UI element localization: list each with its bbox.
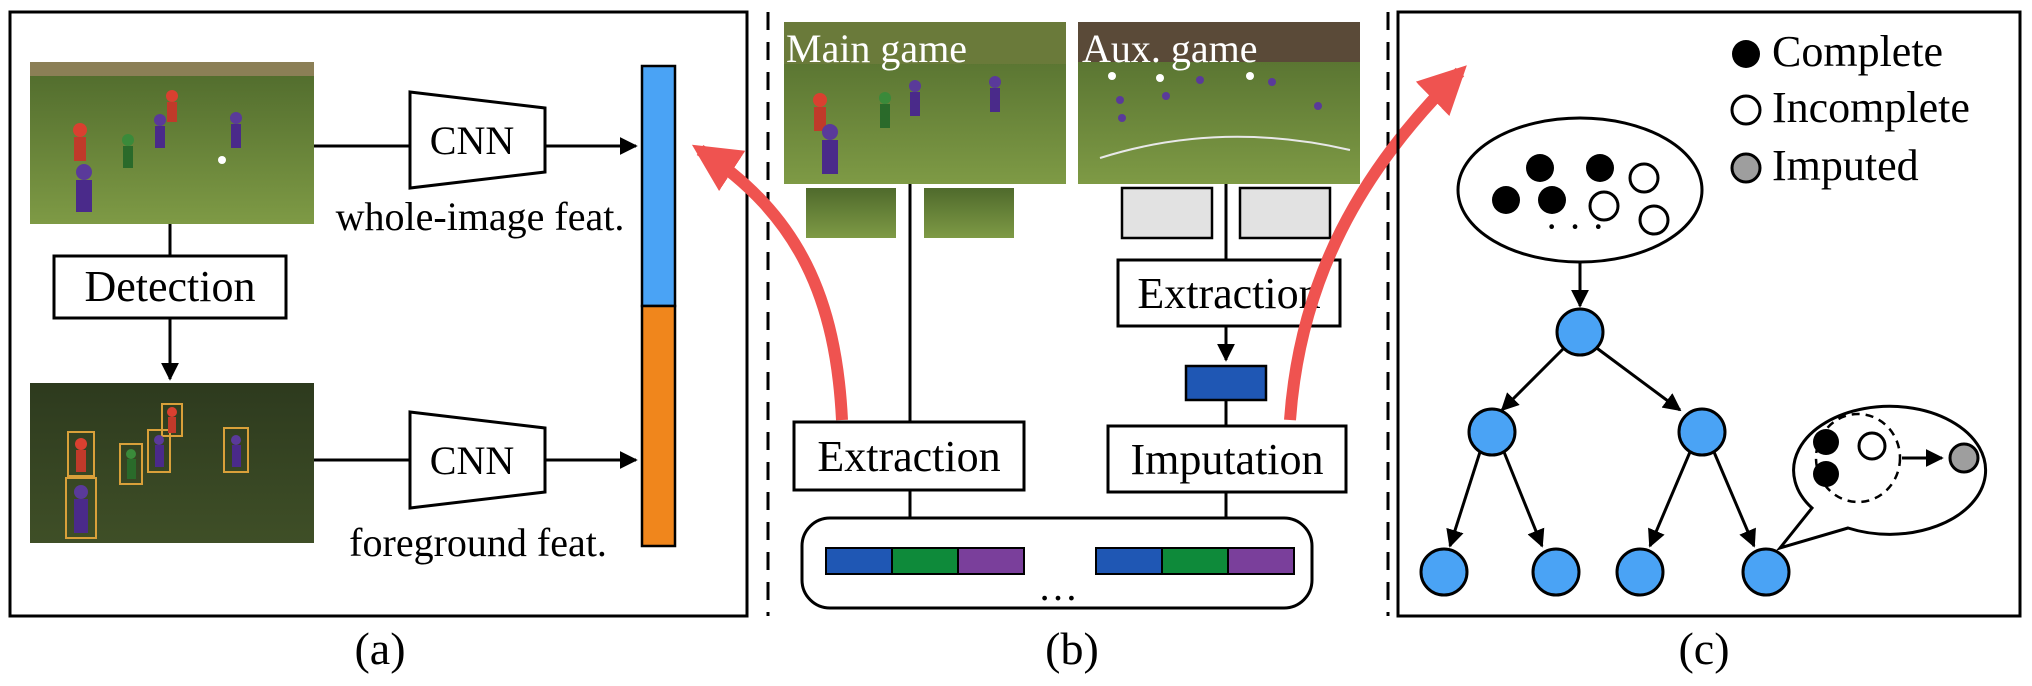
sequence-right <box>1095 547 1295 575</box>
panel-a-frame <box>8 10 749 618</box>
legend-complete-icon <box>1732 40 1760 68</box>
legend-complete-label: Complete <box>1772 27 1943 76</box>
tree-root-node <box>1555 307 1605 357</box>
legend: Complete Incomplete Imputed <box>1730 27 1970 190</box>
panel-a: Detection CNN whole-image feat. CNN fore… <box>8 10 749 674</box>
tree-leaf-4 <box>1741 547 1791 597</box>
missing-auxiliary-box-1 <box>1120 186 1214 240</box>
imputation-box <box>1106 424 1348 494</box>
seq-left-purple-segment <box>957 547 1025 575</box>
main-thumbnail-2 <box>924 188 1014 238</box>
seq-right-blue-segment <box>1095 547 1163 575</box>
panel-c: Complete Incomplete Imputed · · · <box>1396 10 2022 674</box>
extraction-left-box <box>792 420 1026 492</box>
legend-imputed-icon <box>1730 152 1762 184</box>
aux-game-label: Aux. game <box>1082 26 1258 71</box>
panel-c-frame <box>1396 10 2022 618</box>
seq-right-green-segment <box>1161 547 1229 575</box>
caption-c: (c) <box>1678 623 1729 674</box>
seq-left-green-segment <box>891 547 959 575</box>
seq-right-purple-segment <box>1227 547 1295 575</box>
tree-node-left <box>1467 407 1517 457</box>
cnn-bottom-label: CNN <box>430 438 514 483</box>
aux-game-image <box>1078 22 1360 184</box>
sequence-ellipsis: … <box>1038 564 1078 609</box>
caption-b: (b) <box>1045 623 1099 674</box>
data-pool-ellipsis: · · · <box>1545 204 1605 249</box>
caption-a: (a) <box>354 623 405 674</box>
bubble-incomplete-point <box>1857 431 1887 461</box>
extraction-left-label: Extraction <box>817 432 1000 481</box>
extracted-feature-block <box>1184 364 1268 402</box>
red-arrow-to-panel-a <box>691 144 848 421</box>
data-pool-points <box>1492 154 1670 236</box>
red-arrow-to-panel-c <box>1284 65 1467 421</box>
foreground-feat-label: foreground feat. <box>349 520 607 565</box>
imputation-speech-bubble <box>1775 404 1988 551</box>
soccer-frame-image-top <box>30 62 314 224</box>
extraction-right-label: Extraction <box>1137 269 1320 318</box>
soccer-frame-image-bottom <box>30 383 314 543</box>
legend-incomplete-icon <box>1730 94 1762 126</box>
foreground-feature-bar <box>640 304 677 548</box>
tree-nodes <box>1419 307 1791 597</box>
bubble-complete-point-2 <box>1813 461 1839 487</box>
bubble-imputed-point <box>1948 442 1980 474</box>
player-figures-bottom <box>74 407 241 533</box>
tree-leaf-3 <box>1615 547 1665 597</box>
sequence-left <box>825 547 1025 575</box>
missing-auxiliary-box-2 <box>1238 186 1332 240</box>
cnn-trapezoid-top <box>408 90 547 190</box>
legend-imputed-label: Imputed <box>1772 141 1919 190</box>
main-game-image <box>784 22 1066 184</box>
player-figures-top <box>73 90 242 212</box>
whole-image-feat-label: whole-image feat. <box>336 194 625 239</box>
detection-boxes <box>65 403 249 539</box>
cnn-trapezoid-bottom <box>408 410 547 510</box>
sequence-container <box>800 516 1314 610</box>
tree-leaf-1 <box>1419 547 1469 597</box>
imputation-group-dashed <box>1814 412 1902 504</box>
panel-b: Main game Aux. game Extraction Extractio… <box>784 22 1360 674</box>
imputation-label: Imputation <box>1130 435 1323 484</box>
main-game-label: Main game <box>786 26 967 71</box>
detection-label: Detection <box>84 262 255 311</box>
seq-left-blue-segment <box>825 547 893 575</box>
bubble-complete-point-1 <box>1813 429 1839 455</box>
whole-image-feature-bar <box>640 64 677 308</box>
tree-edges <box>1446 262 1756 548</box>
tree-leaf-2 <box>1531 547 1581 597</box>
tree-node-right <box>1677 407 1727 457</box>
legend-incomplete-label: Incomplete <box>1772 83 1970 132</box>
cnn-top-label: CNN <box>430 118 514 163</box>
main-thumbnail-1 <box>806 188 896 238</box>
